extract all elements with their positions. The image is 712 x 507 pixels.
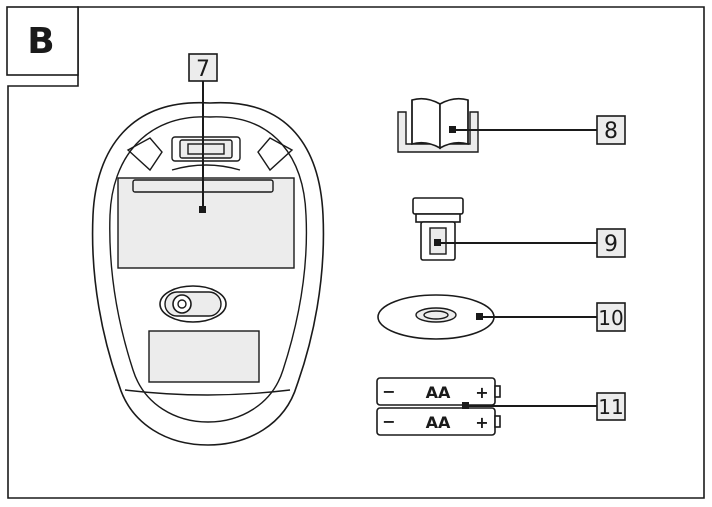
battery-bottom-plus: + [475, 413, 488, 432]
callout-9: 9 [434, 228, 626, 258]
figure-frame [7, 6, 705, 499]
mouse-underside [91, 101, 325, 446]
callout-7: 7 [188, 53, 218, 213]
callout-10-number: 10 [598, 306, 623, 330]
battery-top-plus: + [475, 383, 488, 402]
manual-book [397, 97, 479, 153]
battery-bottom-type: AA [426, 413, 451, 432]
battery-top-type: AA [426, 383, 451, 402]
callout-9-number: 9 [604, 232, 618, 257]
callout-8-number: 8 [604, 119, 618, 144]
battery-bottom-minus: − [382, 412, 395, 431]
battery-top: − AA + [376, 377, 501, 406]
callout-10: 10 [476, 302, 626, 332]
usb-receiver [412, 197, 464, 261]
callout-11-number: 11 [598, 395, 623, 419]
panel-letter: B [27, 21, 54, 62]
callout-7-number: 7 [196, 57, 210, 82]
panel-label: B [6, 6, 79, 76]
callout-8: 8 [449, 115, 626, 145]
battery-bottom: − AA + [376, 407, 501, 436]
callout-11: 11 [462, 392, 626, 421]
battery-top-minus: − [382, 382, 395, 401]
